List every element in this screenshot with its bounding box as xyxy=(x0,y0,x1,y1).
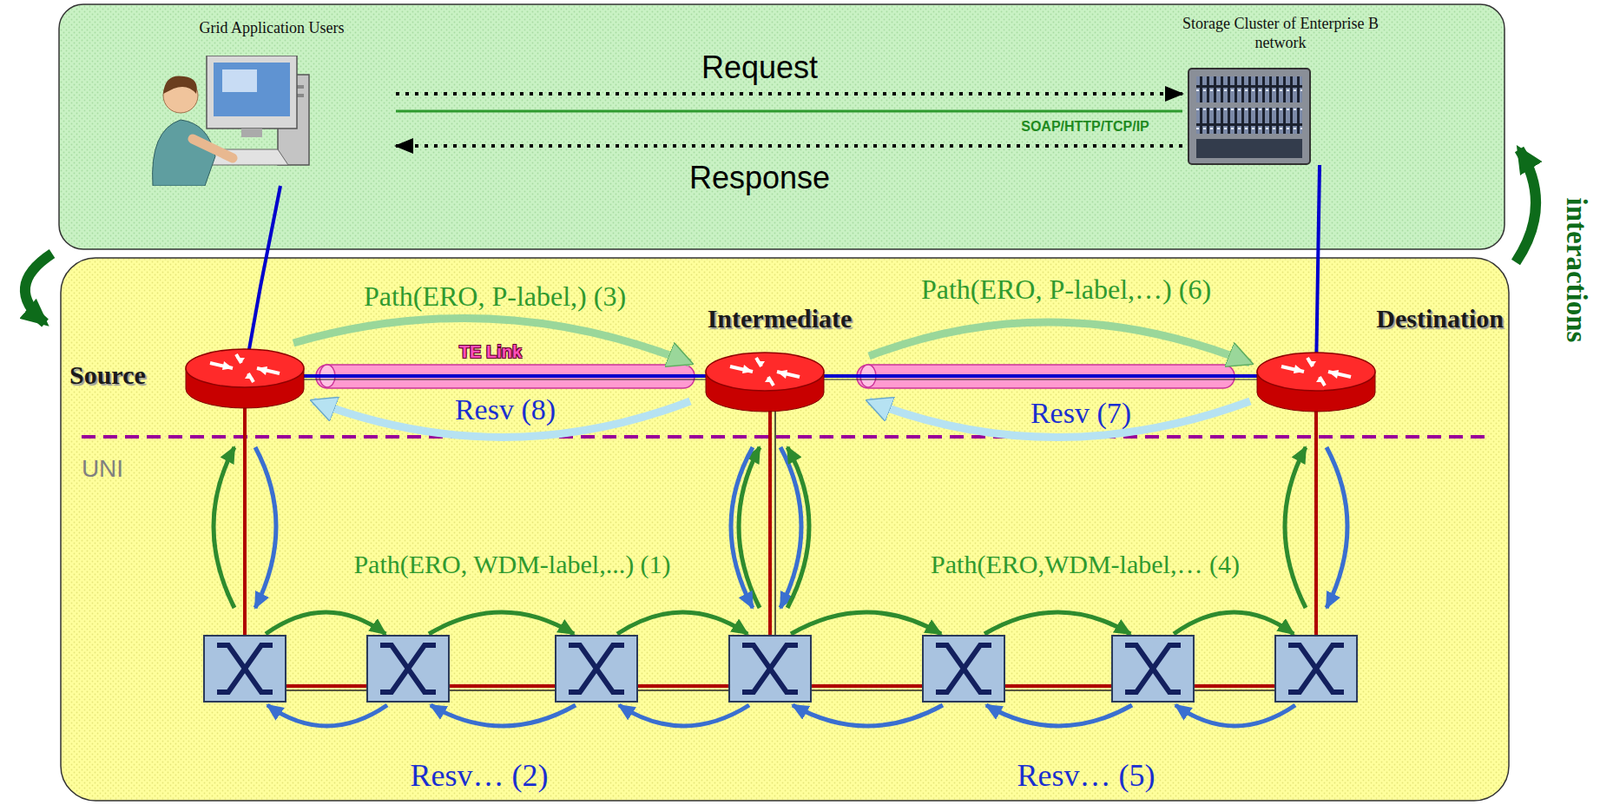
path-arrow xyxy=(265,612,386,634)
resv-arrow xyxy=(986,704,1133,726)
resv-arrow xyxy=(792,704,943,726)
side-label: interactions xyxy=(1560,197,1593,343)
edge-label: Path(ERO, P-label,) (3) xyxy=(363,280,626,313)
message-label: Path(ERO, WDM-label,...) (1) xyxy=(353,549,671,580)
edge-label: Resv (8) xyxy=(454,393,556,427)
request-arrow xyxy=(395,92,1183,96)
optical-switch xyxy=(729,635,811,702)
protocol-line xyxy=(395,110,1183,113)
resv-arrow xyxy=(618,704,750,726)
uni-arrow xyxy=(213,447,235,608)
edge-label: SOAP/HTTP/TCP/IP xyxy=(1020,118,1150,135)
node-label: Grid Application Users xyxy=(147,17,396,38)
optical-switch xyxy=(367,635,449,702)
edge-label: Request xyxy=(701,49,818,86)
node-label: Destination xyxy=(1250,303,1506,334)
router-node: Source xyxy=(69,342,314,415)
path-message xyxy=(869,322,1251,363)
node-label: Storage Cluster of Enterprise B network xyxy=(1182,13,1379,53)
uni-arrow xyxy=(787,447,810,608)
path-arrow xyxy=(984,612,1131,634)
router-node-icon xyxy=(704,350,826,417)
link-label: TE Link xyxy=(459,342,522,363)
user-workstation: Grid Application Users xyxy=(147,17,396,189)
edge-label: Response xyxy=(689,159,830,197)
path-message xyxy=(293,317,691,363)
optical-switch xyxy=(1112,635,1194,702)
optical-switch xyxy=(922,635,1005,702)
user-workstation-icon xyxy=(147,55,313,190)
message-label: Resv… (5) xyxy=(1017,757,1156,794)
optical-switch xyxy=(1275,635,1357,702)
uni-arrow xyxy=(1326,447,1348,608)
uni-arrow xyxy=(255,447,277,608)
optical-switch xyxy=(555,635,638,702)
router-node: Intermediate xyxy=(690,303,870,415)
message-label: Resv… (2) xyxy=(410,757,549,794)
router-node: Destination xyxy=(1250,303,1506,415)
resv-arrow xyxy=(1175,704,1296,726)
edge-label: Resv (7) xyxy=(1030,396,1132,430)
optical-switch xyxy=(204,635,286,702)
path-arrow xyxy=(617,612,748,634)
message-label: Path(ERO,WDM-label,… (4) xyxy=(930,549,1240,580)
resv-arrow xyxy=(267,704,388,726)
node-label: Source xyxy=(69,360,314,390)
uni-arrow xyxy=(730,447,753,608)
path-arrow xyxy=(428,612,574,634)
path-arrow xyxy=(790,612,942,634)
storage-cluster: Storage Cluster of Enterprise B network xyxy=(1182,13,1379,167)
router-node-icon xyxy=(184,347,306,414)
uni-arrow xyxy=(1284,447,1306,608)
router-node-icon xyxy=(1255,350,1377,417)
edge-label: Path(ERO, P-label,…) (6) xyxy=(921,273,1212,306)
storage-cluster-icon xyxy=(1187,67,1311,169)
resv-arrow xyxy=(430,704,576,726)
response-arrow xyxy=(395,144,1183,148)
node-label: Intermediate xyxy=(690,303,870,334)
path-arrow xyxy=(1173,612,1294,634)
interface-label: UNI xyxy=(81,454,124,483)
